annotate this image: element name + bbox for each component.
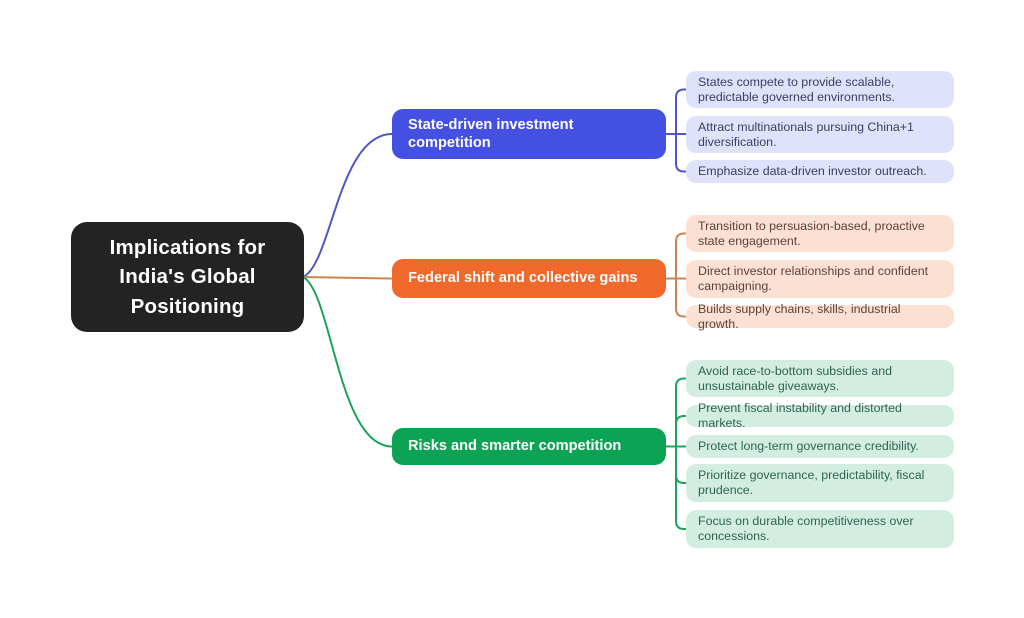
root-node[interactable]: Implications for India's Global Position… (71, 222, 304, 332)
leaf-node-federal-shift-and-collective-gains-3[interactable]: Builds supply chains, skills, industrial… (686, 302, 954, 331)
edge-risks-and-smarter-competition-leaf-5 (665, 445, 687, 530)
leaf-node-risks-and-smarter-competition-1[interactable]: Avoid race-to-bottom subsidies and unsus… (686, 360, 954, 397)
leaf-node-risks-and-smarter-competition-5[interactable]: Focus on durable competitiveness over co… (686, 510, 954, 548)
edge-risks-and-smarter-competition-leaf-4 (665, 445, 687, 484)
leaf-node-risks-and-smarter-competition-3[interactable]: Protect long-term governance credibility… (686, 435, 954, 458)
leaf-node-federal-shift-and-collective-gains-2[interactable]: Direct investor relationships and confid… (686, 260, 954, 298)
edge-state-driven-investment-competition-leaf-1 (665, 88, 687, 135)
leaf-node-risks-and-smarter-competition-2[interactable]: Prevent fiscal instability and distorted… (686, 401, 954, 430)
edge-risks-and-smarter-competition-leaf-2 (665, 415, 687, 448)
branch-node-federal-shift-and-collective-gains[interactable]: Federal shift and collective gains (392, 259, 666, 298)
edge-root-to-federal-shift-and-collective-gains (302, 276, 393, 280)
edge-risks-and-smarter-competition-leaf-1 (665, 377, 687, 448)
edge-state-driven-investment-competition-leaf-3 (665, 133, 687, 173)
edge-federal-shift-and-collective-gains-leaf-3 (665, 277, 687, 318)
leaf-node-state-driven-investment-competition-3[interactable]: Emphasize data-driven investor outreach. (686, 160, 954, 183)
branch-node-state-driven-investment-competition[interactable]: State-driven investment competition (392, 109, 666, 159)
leaf-node-federal-shift-and-collective-gains-1[interactable]: Transition to persuasion-based, proactiv… (686, 215, 954, 252)
leaf-node-state-driven-investment-competition-1[interactable]: States compete to provide scalable, pred… (686, 71, 954, 108)
leaf-node-risks-and-smarter-competition-4[interactable]: Prioritize governance, predictability, f… (686, 464, 954, 502)
branch-node-risks-and-smarter-competition[interactable]: Risks and smarter competition (392, 428, 666, 465)
leaf-node-state-driven-investment-competition-2[interactable]: Attract multinationals pursuing China+1 … (686, 116, 954, 153)
edge-root-to-state-driven-investment-competition (302, 133, 393, 278)
edge-root-to-risks-and-smarter-competition (302, 276, 393, 448)
edge-federal-shift-and-collective-gains-leaf-1 (665, 232, 687, 280)
